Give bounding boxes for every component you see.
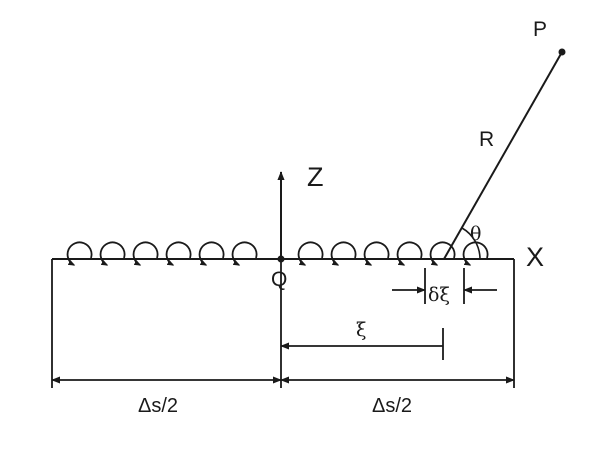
theta-label: θ <box>470 223 481 245</box>
vortex-curl <box>429 241 456 266</box>
delta-xi-label: δξ <box>428 284 450 306</box>
vortex-elements <box>66 241 489 266</box>
vortex-curl <box>132 241 159 266</box>
xi-label: ξ <box>356 319 366 341</box>
x-axis-label: X <box>526 242 544 272</box>
right-half-span-label: Δs/2 <box>372 395 412 417</box>
left-half-span-label: Δs/2 <box>138 395 178 417</box>
radius-label: R <box>479 128 494 151</box>
point-p-marker <box>558 48 566 56</box>
vortex-curl <box>462 241 489 266</box>
point-p-label: P <box>533 18 547 41</box>
radius-line <box>443 51 563 260</box>
theta-arc <box>461 227 481 260</box>
vortex-curl <box>363 241 390 266</box>
vortex-curl <box>231 241 258 266</box>
vortex-curl <box>396 241 423 266</box>
vortex-curl <box>66 241 93 266</box>
vortex-curl <box>330 241 357 266</box>
origin-label: Q <box>271 268 287 291</box>
vortex-curl <box>99 241 126 266</box>
vortex-curl <box>198 241 225 266</box>
z-axis-label: Z <box>307 162 324 192</box>
vortex-curl <box>297 241 324 266</box>
vortex-curl <box>165 241 192 266</box>
